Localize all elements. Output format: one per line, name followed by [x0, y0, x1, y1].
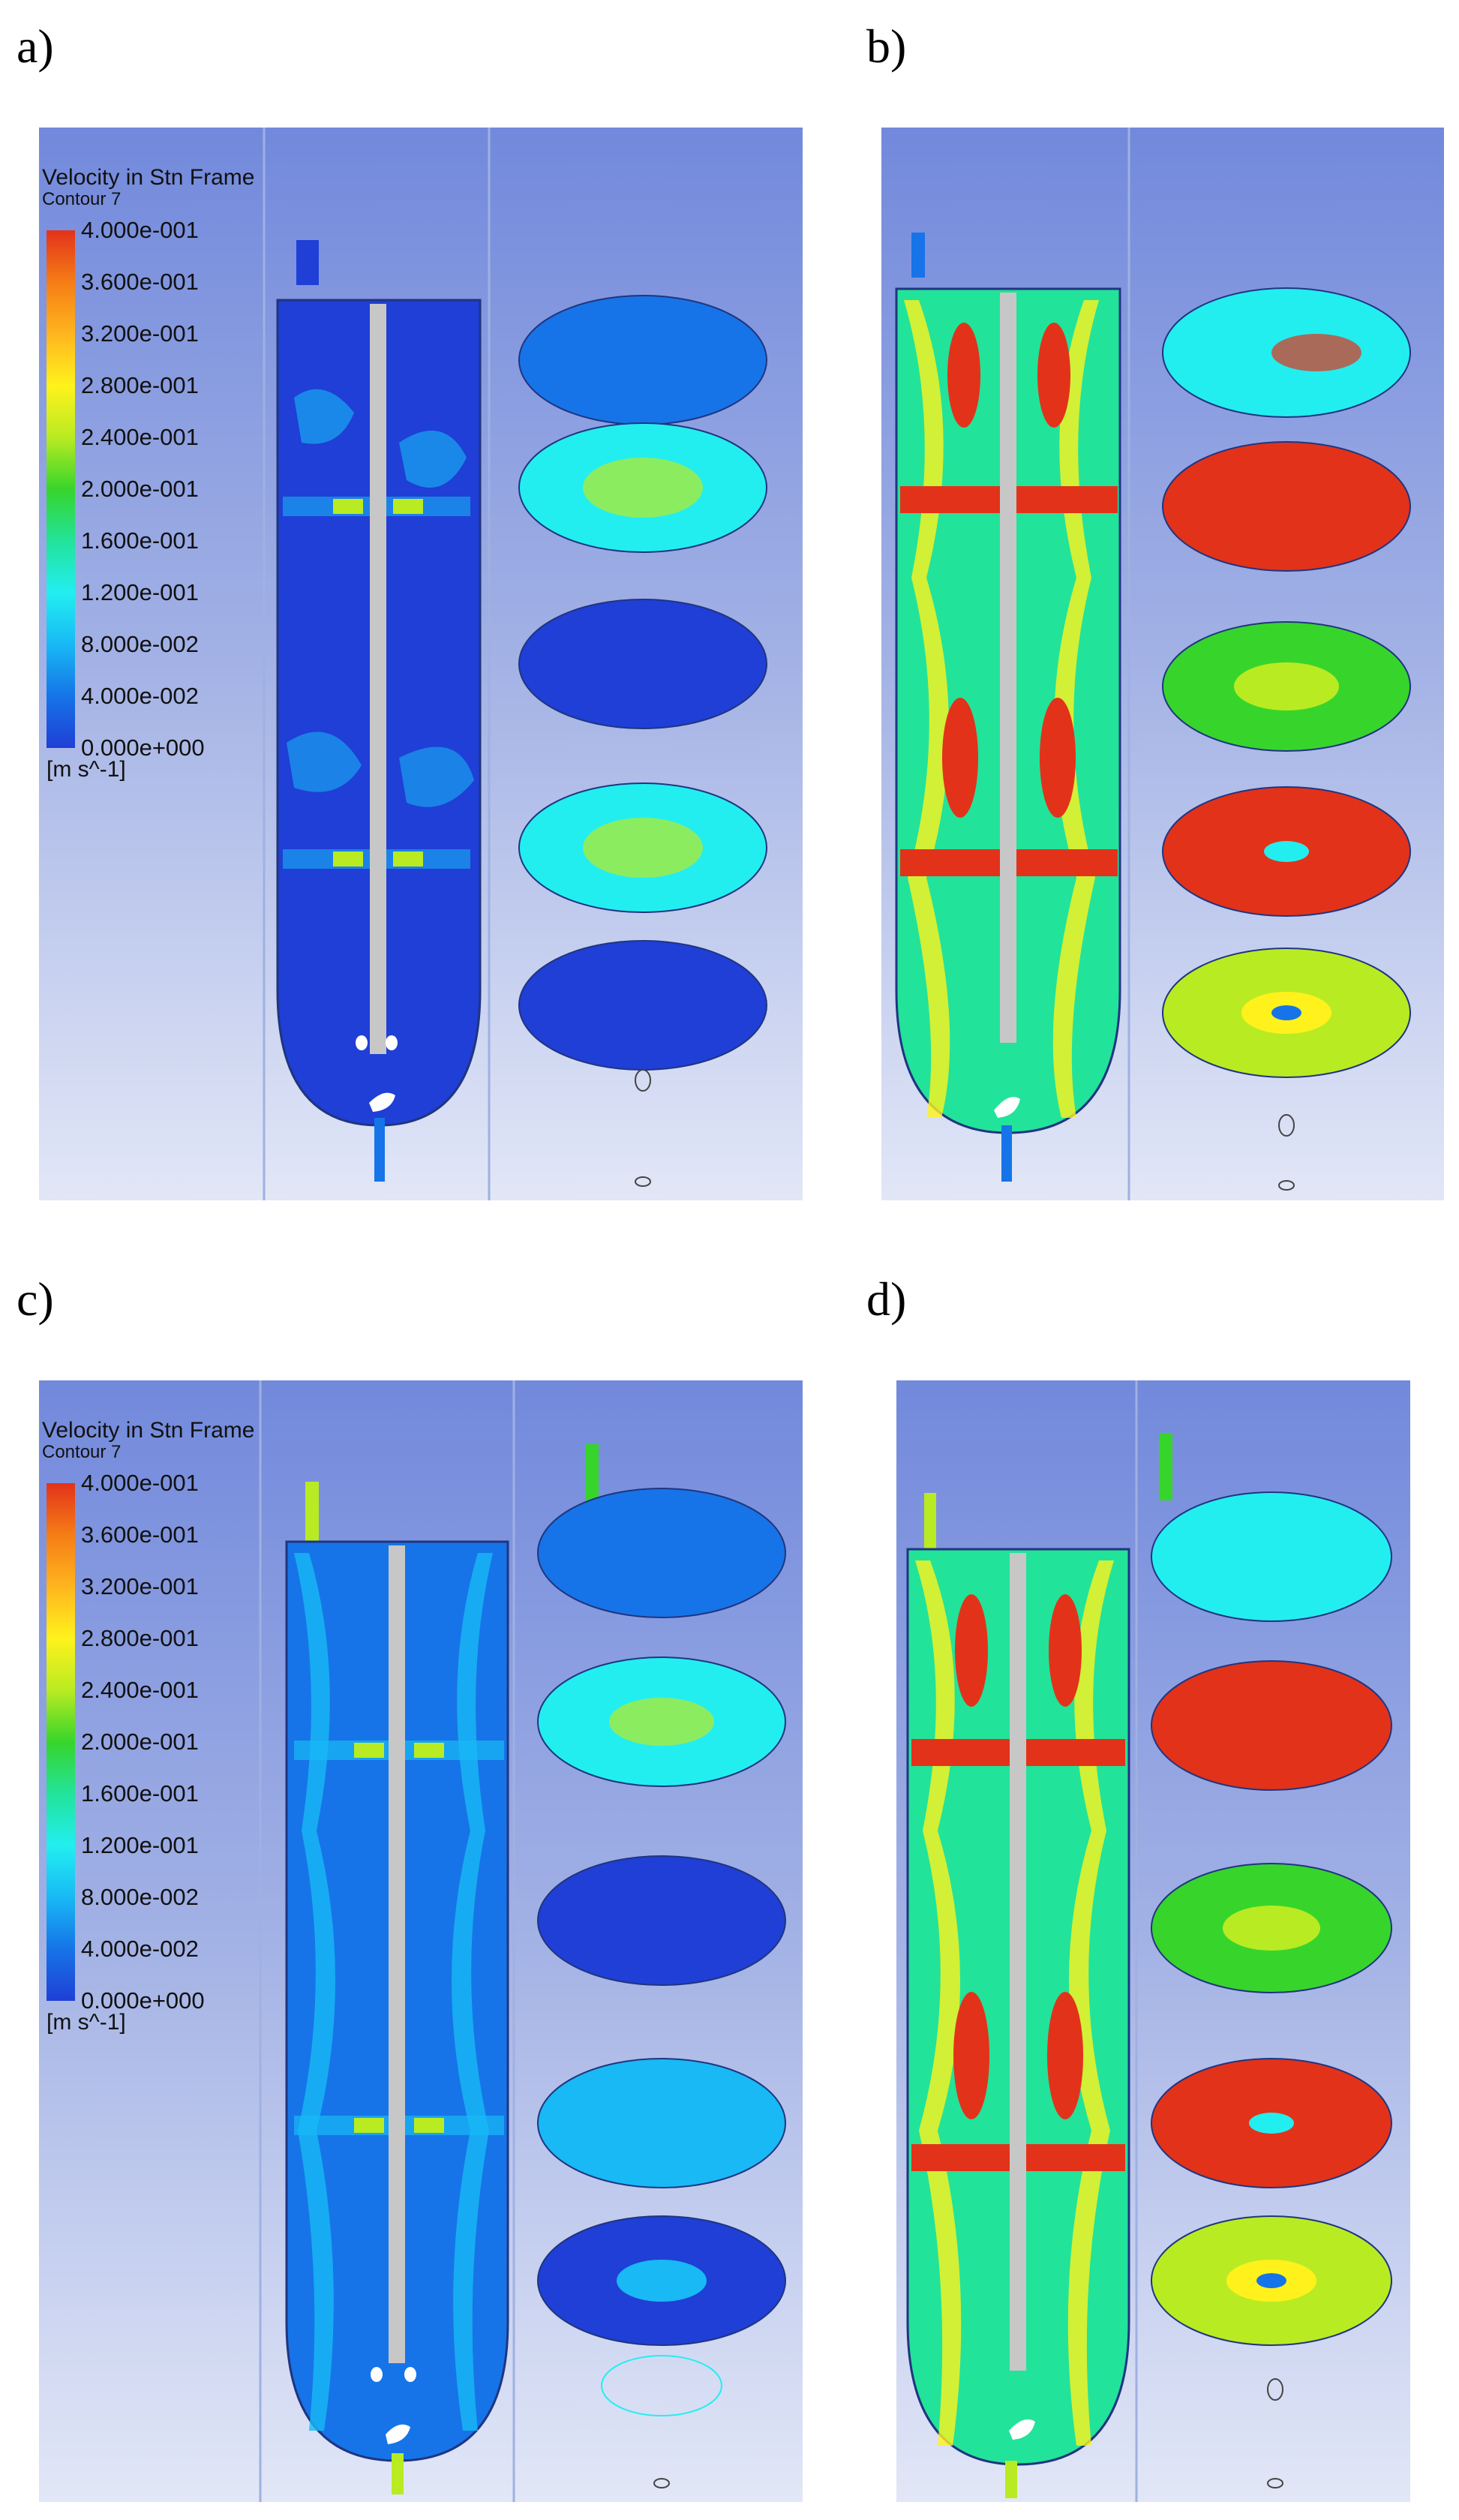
legend-tick: 4.000e-002	[81, 683, 199, 710]
legend-unit: [m s^-1]	[47, 2010, 126, 2035]
panel-b-render	[895, 128, 1411, 1200]
legend-tick: 3.600e-001	[81, 269, 199, 296]
legend-color-bar	[47, 1483, 75, 2002]
legend-tick: 2.800e-001	[81, 1625, 199, 1652]
legend-subtitle: Contour 7	[42, 189, 122, 209]
panel-label-b: b)	[866, 20, 907, 73]
legend-color-bar	[47, 230, 75, 749]
panel-label-c: c)	[17, 1272, 54, 1326]
color-legend-c: Velocity in Stn Frame Contour 7 4.000e-0…	[42, 1418, 267, 2035]
legend-tick: 3.200e-001	[81, 320, 199, 347]
panel-a-render	[263, 128, 767, 1200]
panel-label-d: d)	[866, 1272, 907, 1326]
legend-tick: 1.200e-001	[81, 1832, 199, 1859]
legend-tick: 0.000e+000	[81, 1987, 205, 2014]
legend-tick: 1.200e-001	[81, 579, 199, 606]
legend-tick: 1.600e-001	[81, 527, 199, 554]
legend-tick: 2.400e-001	[81, 1677, 199, 1704]
legend-tick: 2.000e-001	[81, 476, 199, 503]
panel-c: Velocity in Stn Frame Contour 7 4.000e-0…	[39, 1380, 803, 2502]
panel-d-render	[906, 1380, 1392, 2502]
legend-tick: 2.000e-001	[81, 1729, 199, 1756]
legend-title: Velocity in Stn Frame	[42, 1418, 255, 1443]
legend-tick: 8.000e-002	[81, 1884, 199, 1911]
legend-tick: 3.600e-001	[81, 1521, 199, 1548]
legend-title: Velocity in Stn Frame	[42, 165, 255, 190]
panel-d	[896, 1380, 1410, 2502]
legend-tick: 4.000e-001	[81, 1470, 199, 1497]
panel-a: Velocity in Stn Frame Contour 7 4.000e-0…	[39, 128, 803, 1200]
legend-tick: 4.000e-002	[81, 1936, 199, 1963]
panel-b	[881, 128, 1444, 1200]
legend-tick: 3.200e-001	[81, 1573, 199, 1600]
legend-tick: 2.400e-001	[81, 424, 199, 451]
legend-tick: 1.600e-001	[81, 1780, 199, 1807]
color-legend-a: Velocity in Stn Frame Contour 7 4.000e-0…	[42, 165, 267, 782]
legend-tick: 2.800e-001	[81, 372, 199, 399]
legend-unit: [m s^-1]	[47, 757, 126, 782]
panel-c-render	[259, 1380, 786, 2502]
legend-tick: 8.000e-002	[81, 631, 199, 658]
legend-subtitle: Contour 7	[42, 1442, 122, 1462]
panel-label-a: a)	[17, 20, 54, 73]
legend-tick: 0.000e+000	[81, 734, 205, 761]
legend-tick: 4.000e-001	[81, 217, 199, 244]
